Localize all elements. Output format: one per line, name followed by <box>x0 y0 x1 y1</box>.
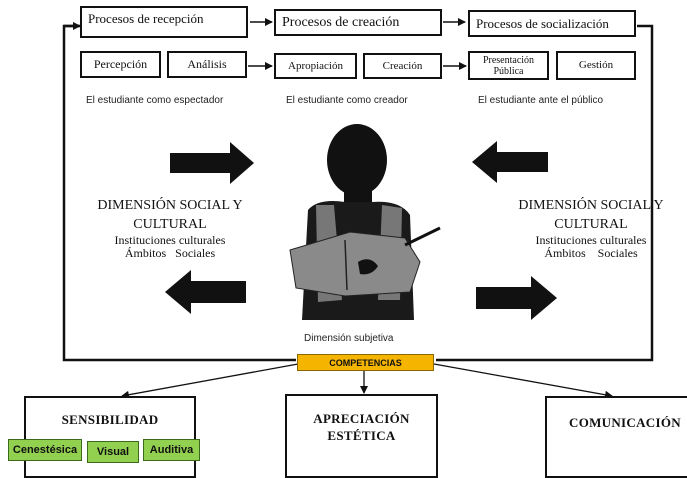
sub-appropriation-label: Apropiación <box>288 59 343 72</box>
role-public: El estudiante ante el público <box>478 95 604 106</box>
dimension-right-title-1: DIMENSIÓN SOCIAL Y <box>518 198 664 213</box>
process-creation-box: Procesos de creación <box>274 9 442 36</box>
sensibilidad-box: SENSIBILIDAD <box>24 396 196 478</box>
arrow-to-sensibilidad <box>121 363 299 399</box>
role-creator: El estudiante como creador <box>286 95 408 106</box>
dimension-right: DIMENSIÓN SOCIAL Y CULTURAL Institucione… <box>500 196 682 260</box>
sub-appropriation-box: Apropiación <box>274 53 357 79</box>
apreciacion-label-1: APRECIACIÓN <box>313 411 410 426</box>
block-arrow-upper-left <box>170 142 254 184</box>
student-figure <box>289 124 441 320</box>
tag-cenestesica: Cenestésica <box>8 439 82 461</box>
sub-creation-label: Creación <box>382 59 423 72</box>
process-reception-label: Procesos de recepción <box>88 11 204 26</box>
dimension-right-institutions: Instituciones culturales <box>535 233 647 247</box>
process-socialization-box: Procesos de socialización <box>468 10 636 37</box>
dimension-left-title-2: CULTURAL <box>133 217 207 232</box>
sub-analysis-label: Análisis <box>187 57 227 71</box>
tag-auditiva: Auditiva <box>143 439 200 461</box>
dimension-left: DIMENSIÓN SOCIAL Y CULTURAL Institucione… <box>80 196 260 260</box>
apreciacion-box: APRECIACIÓN ESTÉTICA <box>285 394 438 478</box>
competencias-badge: COMPETENCIAS <box>297 354 434 371</box>
block-arrow-lower-left <box>165 270 246 314</box>
block-arrow-lower-right <box>476 276 557 320</box>
apreciacion-label-2: ESTÉTICA <box>327 428 396 443</box>
dimension-left-ambits: Ámbitos Sociales <box>124 246 216 260</box>
arrow-to-comunicacion <box>433 363 613 399</box>
role-spectator: El estudiante como espectador <box>86 95 224 106</box>
dimension-left-title-1: DIMENSIÓN SOCIAL Y <box>97 198 243 213</box>
sub-management-box: Gestión <box>556 51 636 80</box>
sub-perception-label: Percepción <box>93 57 148 71</box>
sub-perception-box: Percepción <box>80 51 161 78</box>
dimension-right-ambits: Ámbitos Sociales <box>544 246 638 260</box>
comunicacion-box: COMUNICACIÓN <box>545 396 687 478</box>
sub-management-label: Gestión <box>578 59 614 71</box>
frame-right-side <box>436 24 654 362</box>
process-creation-label: Procesos de creación <box>282 15 400 30</box>
comunicacion-text: COMUNICACIÓN <box>569 415 681 430</box>
sub-creation-box: Creación <box>363 53 442 79</box>
dimension-left-institutions: Instituciones culturales <box>114 233 226 247</box>
sensibilidad-label: SENSIBILIDAD <box>61 412 159 427</box>
sub-presentation-label-2: Pública <box>493 65 524 77</box>
sub-analysis-box: Análisis <box>167 51 247 78</box>
tag-visual: Visual <box>87 441 139 463</box>
process-reception-box: Procesos de recepción <box>80 6 248 38</box>
block-arrow-upper-right <box>472 141 548 183</box>
subjective-dimension-label: Dimensión subjetiva <box>304 333 394 344</box>
dimension-right-title-2: CULTURAL <box>554 217 628 232</box>
sub-presentation-label-1: Presentación <box>482 54 535 66</box>
process-socialization-label: Procesos de socialización <box>476 16 609 31</box>
sub-presentation-box: Presentación Pública <box>468 51 549 80</box>
